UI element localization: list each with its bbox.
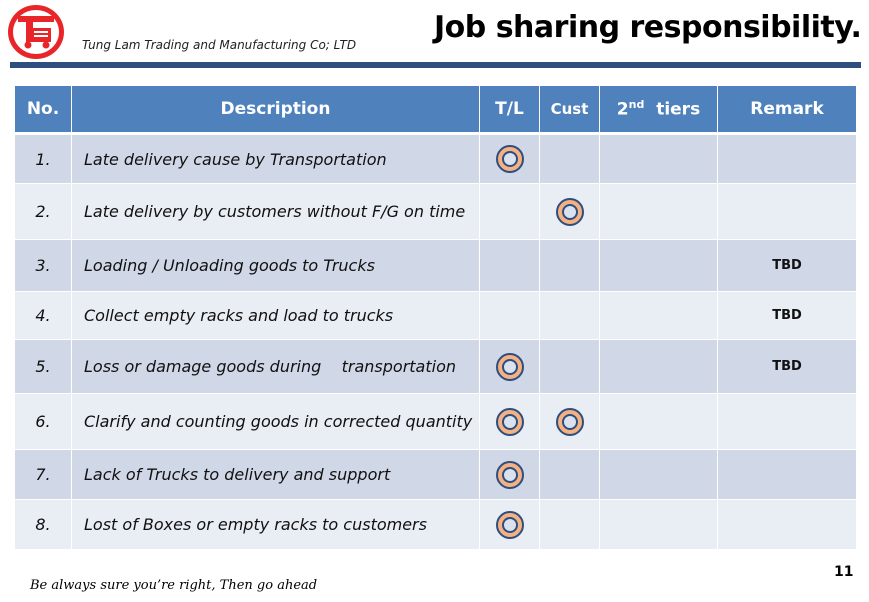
- row-description: Loading / Unloading goods to Trucks: [71, 239, 480, 292]
- row-number: 2.: [14, 183, 72, 240]
- cell-tiers: [599, 393, 718, 450]
- column-header-no: No.: [14, 85, 72, 135]
- cell-tiers: [599, 239, 718, 292]
- table-row: 1.Late delivery cause by Transportation: [14, 133, 857, 184]
- column-header-description: Description: [71, 85, 480, 135]
- row-description: Loss or damage goods during transportati…: [71, 339, 480, 394]
- column-header-cust: Cust: [539, 85, 600, 135]
- row-remark: TBD: [717, 291, 857, 340]
- table-row: 8.Lost of Boxes or empty racks to custom…: [14, 499, 857, 550]
- row-description: Late delivery cause by Transportation: [71, 133, 480, 184]
- tiers-number: 2: [616, 99, 629, 120]
- row-number: 4.: [14, 291, 72, 340]
- table-row: 3.Loading / Unloading goods to Trucks TBD: [14, 239, 857, 292]
- row-description: Clarify and counting goods in corrected …: [71, 393, 480, 450]
- table-row: 6.Clarify and counting goods in correcte…: [14, 393, 857, 450]
- company-logo-icon: [8, 5, 64, 59]
- tiers-superscript: nd: [628, 98, 645, 112]
- cell-tiers: [599, 183, 718, 240]
- footer-motto: Be always sure you’re right, Then go ahe…: [30, 578, 318, 593]
- cell-tl: [479, 133, 540, 184]
- table-row: 7.Lack of Trucks to delivery and support: [14, 449, 857, 500]
- column-header-tl: T/L: [479, 85, 540, 135]
- cell-tl: [479, 449, 540, 500]
- row-remark: [717, 183, 857, 240]
- table-row: 2.Late delivery by customers without F/G…: [14, 183, 857, 240]
- cell-tiers: [599, 499, 718, 550]
- cell-cust: [539, 449, 600, 500]
- cell-tiers: [599, 133, 718, 184]
- cell-cust: [539, 239, 600, 292]
- company-name: Tung Lam Trading and Manufacturing Co; L…: [82, 38, 357, 52]
- row-remark: [717, 499, 857, 550]
- circle-mark-icon: [495, 145, 524, 173]
- row-description: Late delivery by customers without F/G o…: [71, 183, 480, 240]
- cell-tiers: [599, 291, 718, 340]
- column-header-remark: Remark: [717, 85, 857, 135]
- row-remark: [717, 133, 857, 184]
- row-number: 5.: [14, 339, 72, 394]
- row-remark: TBD: [717, 339, 857, 394]
- responsibility-table: No. Description T/L Cust 2nd tiers Remar…: [14, 85, 857, 550]
- table-row: 4.Collect empty racks and load to trucks…: [14, 291, 857, 340]
- cell-cust: [539, 183, 600, 240]
- circle-mark-icon: [495, 352, 524, 381]
- row-number: 7.: [14, 449, 72, 500]
- row-number: 1.: [14, 133, 72, 184]
- row-description: Lost of Boxes or empty racks to customer…: [71, 499, 480, 550]
- tiers-word: tiers: [656, 99, 701, 120]
- row-remark: [717, 449, 857, 500]
- row-number: 8.: [14, 499, 72, 550]
- row-description: Collect empty racks and load to trucks: [71, 291, 480, 340]
- cell-cust: [539, 393, 600, 450]
- table-header-row: No. Description T/L Cust 2nd tiers Remar…: [14, 85, 857, 135]
- cell-cust: [539, 291, 600, 340]
- cell-tl: [479, 499, 540, 550]
- circle-mark-icon: [555, 407, 584, 436]
- cell-cust: [539, 339, 600, 394]
- row-number: 3.: [14, 239, 72, 292]
- row-number: 6.: [14, 393, 72, 450]
- circle-mark-icon: [495, 407, 524, 436]
- cell-tiers: [599, 449, 718, 500]
- cell-tiers: [599, 339, 718, 394]
- cell-tl: [479, 339, 540, 394]
- page-title: Job sharing responsibility.: [434, 10, 862, 45]
- circle-mark-icon: [555, 197, 584, 226]
- cell-cust: [539, 499, 600, 550]
- circle-mark-icon: [495, 510, 524, 539]
- header-divider: [10, 62, 861, 68]
- cell-tl: [479, 393, 540, 450]
- row-remark: [717, 393, 857, 450]
- page-number: 11: [834, 564, 854, 580]
- row-remark: TBD: [717, 239, 857, 292]
- cell-tl: [479, 291, 540, 340]
- cell-tl: [479, 183, 540, 240]
- circle-mark-icon: [495, 460, 524, 489]
- row-description: Lack of Trucks to delivery and support: [71, 449, 480, 500]
- cell-cust: [539, 133, 600, 184]
- column-header-tiers: 2nd tiers: [599, 85, 718, 135]
- table-row: 5.Loss or damage goods during transporta…: [14, 339, 857, 394]
- cell-tl: [479, 239, 540, 292]
